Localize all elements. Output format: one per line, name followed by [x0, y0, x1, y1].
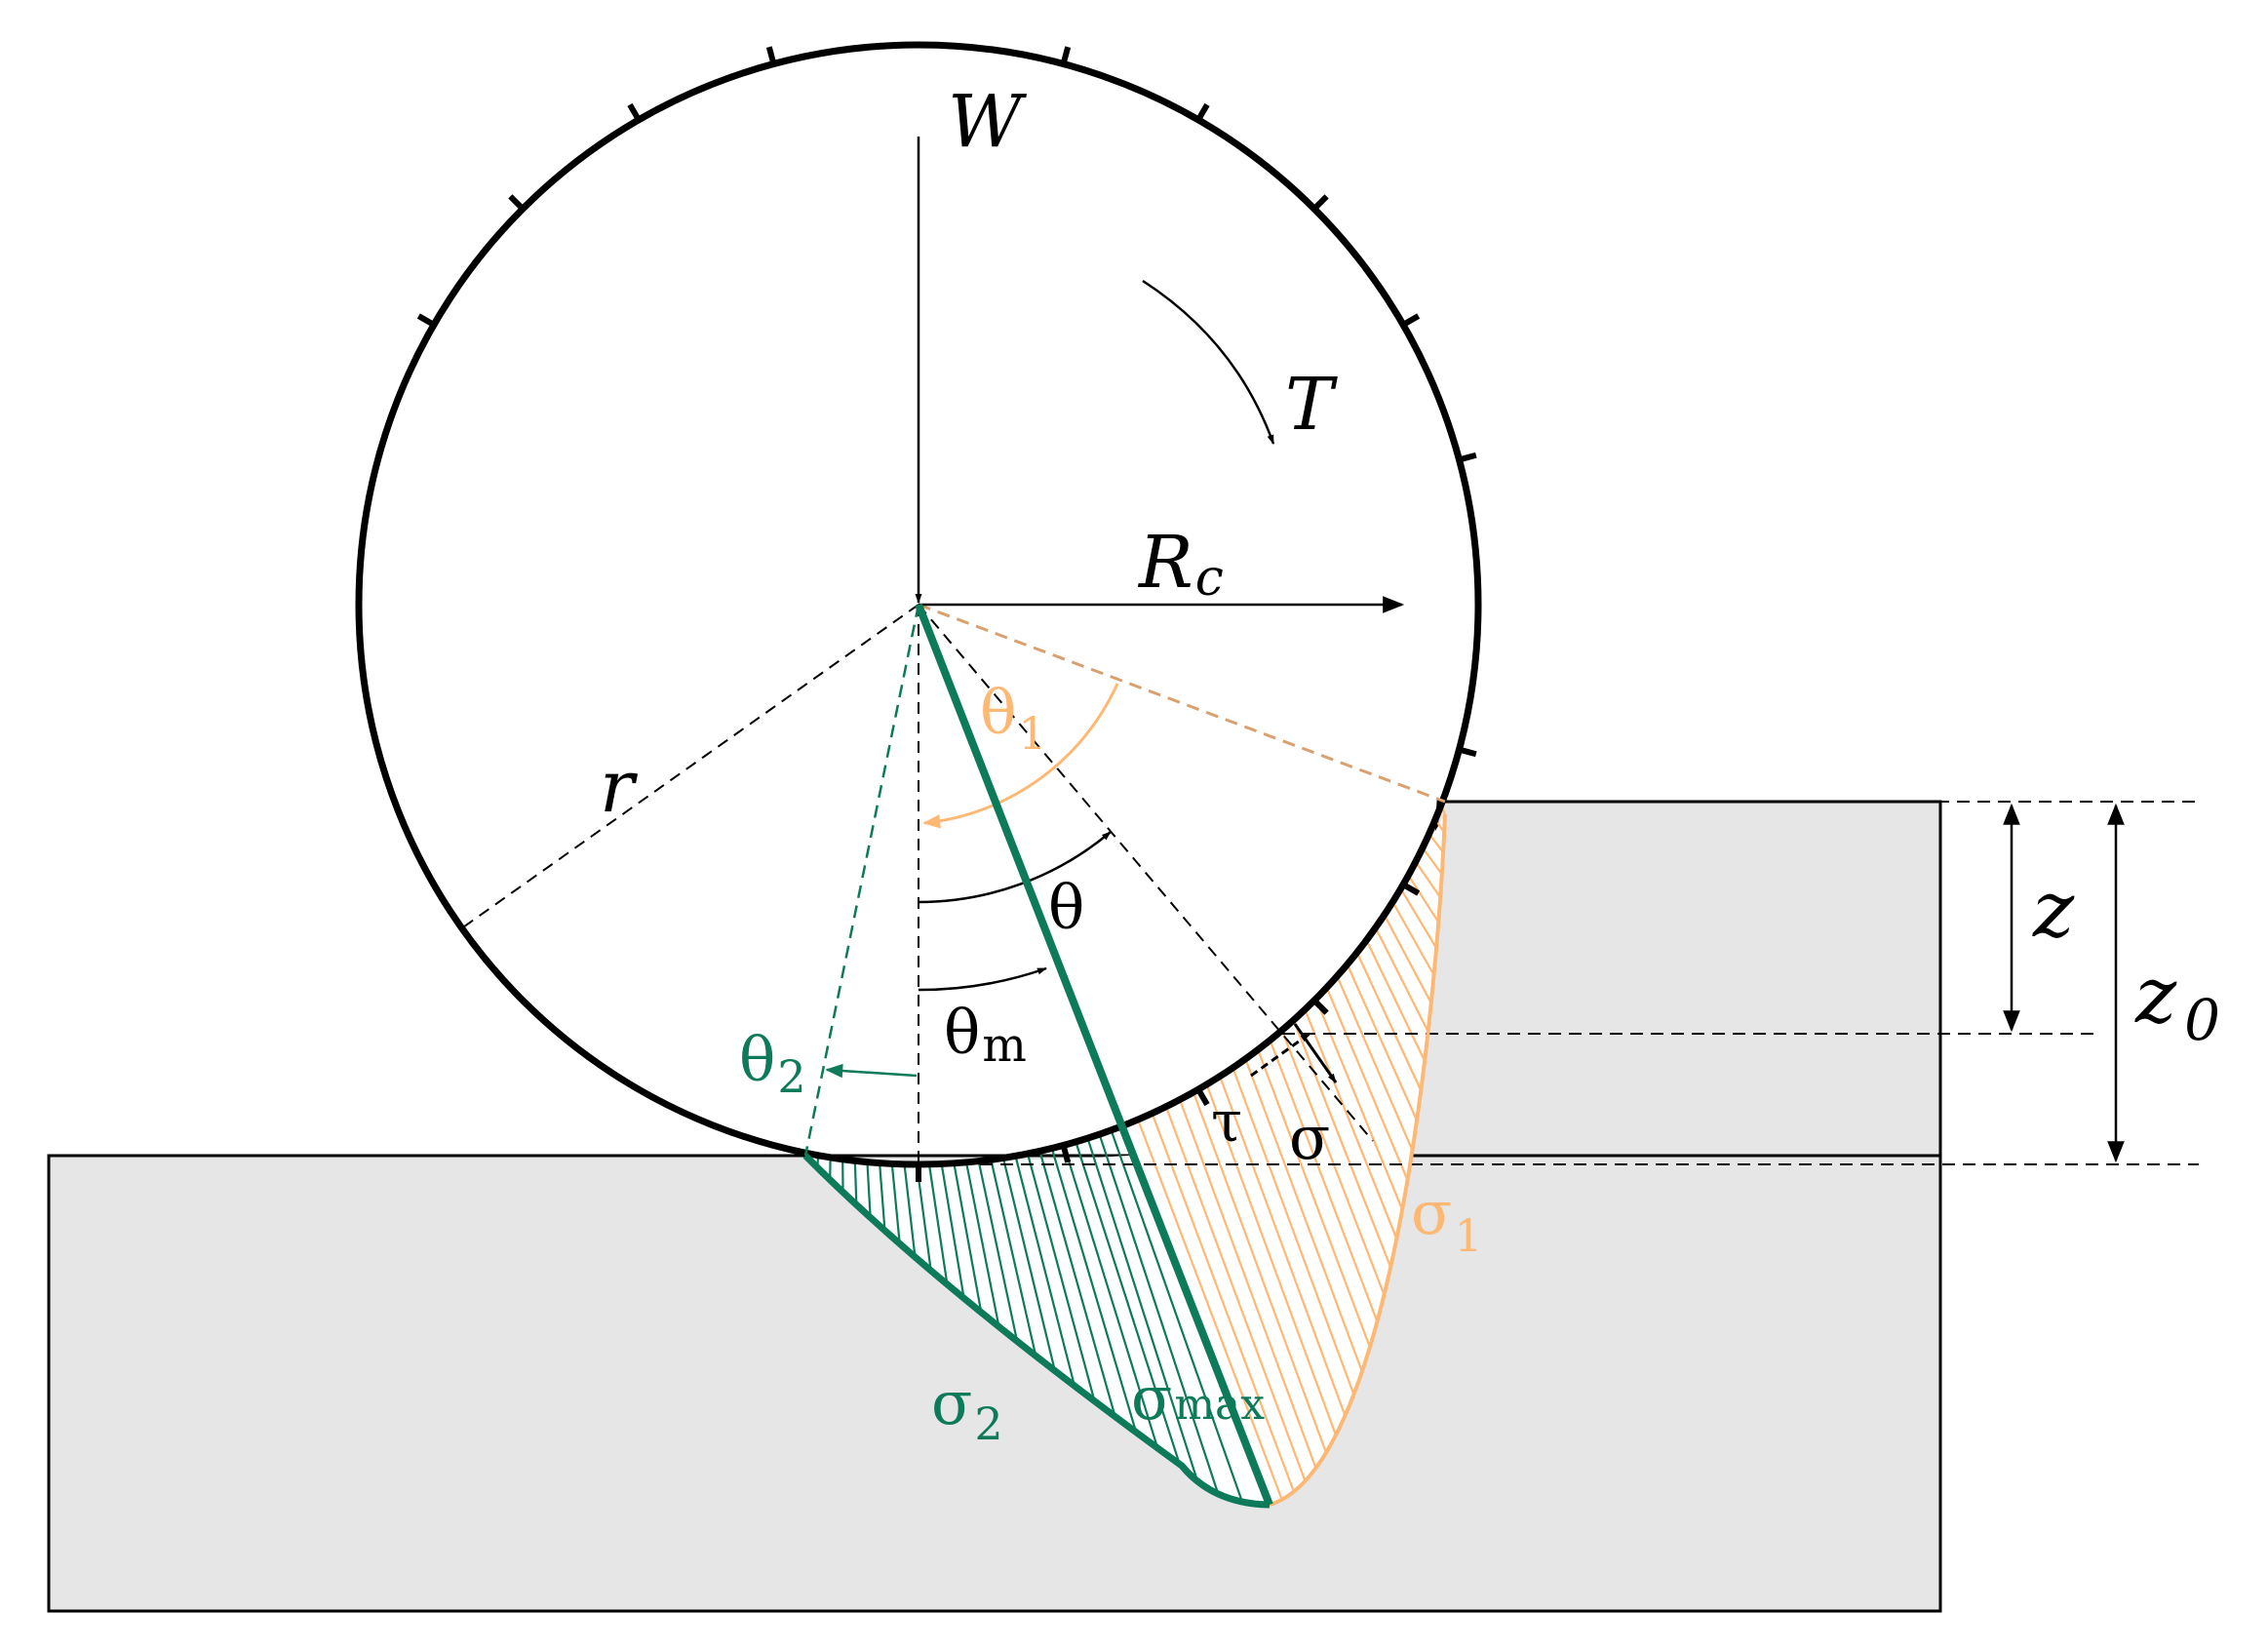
theta2-arrow — [825, 1063, 918, 1079]
sigma1-hatch-line — [1219, 1076, 1347, 1417]
sigma2-hatch-line — [1063, 1144, 1159, 1449]
sigma2-hatch-line — [853, 1160, 858, 1205]
theta-m-label: θm — [944, 997, 1027, 1073]
sigma1-hatch-line — [1407, 874, 1440, 924]
sigma2-hatch-line — [1086, 1137, 1199, 1482]
sigma1-hatch-line — [1374, 926, 1429, 1033]
sigma2-hatch-line — [890, 1163, 901, 1244]
sigma1-label: σ1 — [1411, 1177, 1483, 1262]
sigma2-hatch-line — [879, 1162, 886, 1231]
sigma2-hatch-line — [940, 1163, 965, 1299]
sigma2-label: σ2 — [931, 1367, 1003, 1450]
sigma1-hatch-line — [1391, 901, 1435, 976]
sigma1-hatch-line — [1137, 1119, 1283, 1501]
wheel-tick — [1401, 882, 1421, 896]
sigma2-hatch-line — [964, 1161, 1000, 1327]
radius-label: r — [600, 745, 639, 829]
sigma1-curve — [1269, 813, 1447, 1507]
sigma1-hatch-line — [1178, 1099, 1317, 1469]
wheel-tick — [765, 46, 777, 65]
sigma-arrow — [1293, 1023, 1338, 1083]
radius-line-left — [459, 604, 919, 930]
sigma2-hatch-line — [903, 1163, 917, 1258]
sigma2-hatch-line — [1050, 1148, 1138, 1433]
theta2-label: θ2 — [739, 1024, 806, 1103]
sigma2-hatch-line — [1098, 1133, 1220, 1495]
sigma1-hatch-line — [1383, 914, 1432, 1004]
sigma1-hatch-line — [1365, 939, 1427, 1062]
wheel-tick-marks — [416, 46, 1477, 1182]
tau-label: τ — [1211, 1088, 1242, 1155]
wheel-tick — [1311, 998, 1329, 1015]
theta-arc — [918, 831, 1112, 904]
sigma1-hatch-line — [1269, 1040, 1379, 1322]
sigma1-hatch-line — [1355, 952, 1423, 1091]
sigma1-hatch-line — [1292, 1019, 1392, 1268]
sigma1-hatch-line — [1232, 1067, 1355, 1396]
wheel-tick — [1311, 194, 1329, 212]
sigma1-hatch — [1122, 805, 1447, 1506]
wheel-tick — [1060, 1144, 1072, 1163]
wheel-tick — [1458, 452, 1477, 463]
theta2-line — [803, 604, 920, 1157]
sigma-max-line — [915, 603, 1273, 1507]
sigma2-hatch-line — [953, 1162, 983, 1313]
sigma2-hatch-line — [1075, 1141, 1181, 1465]
theta1-label: θ1 — [980, 677, 1047, 760]
wheel-tick — [1195, 102, 1210, 122]
wheel-tick — [1060, 46, 1072, 65]
torque-arrow — [1142, 279, 1275, 445]
load-label: W — [948, 80, 1028, 164]
sigma2-hatch-line — [1110, 1129, 1244, 1503]
sigma1-hatch-line — [1399, 887, 1438, 949]
wheel-radius-label: Rc — [1137, 521, 1224, 608]
theta-m-arc — [918, 966, 1047, 992]
wheel-tick — [1401, 313, 1421, 328]
sigma1-hatch-line — [1151, 1113, 1295, 1492]
sigma2-curve — [802, 1153, 1271, 1509]
sigma2-hatch-line — [1014, 1156, 1076, 1387]
sigma1-hatch-line — [1346, 964, 1419, 1121]
stress-region — [805, 814, 1445, 1505]
wheel-tick — [627, 102, 642, 122]
sigma1-hatch-line — [1192, 1091, 1328, 1453]
sigma1-hatch-line — [1415, 860, 1442, 898]
sigma-label: σ — [1289, 1102, 1330, 1173]
sigma1-hatch-line — [1422, 846, 1443, 875]
sigma2-hatch-line — [1001, 1158, 1056, 1371]
sigma1-hatch-line — [1164, 1106, 1307, 1482]
sigma2-hatch-line — [866, 1161, 872, 1218]
depth-label: z — [2032, 864, 2075, 955]
sigma1-hatch-line — [1304, 1008, 1398, 1239]
sigma1-hatch-line — [1280, 1030, 1386, 1296]
sigma2-hatch-line — [916, 1163, 932, 1272]
sigma1-hatch-line — [1325, 987, 1409, 1181]
sigma1-hatch-line — [1336, 975, 1414, 1151]
wheel-tick — [1195, 1087, 1210, 1107]
torque-label: T — [1285, 363, 1338, 447]
theta1-arc — [922, 683, 1119, 829]
radius-line-theta — [918, 604, 1374, 1142]
sigma2-hatch-line — [977, 1160, 1019, 1342]
sigma2-hatch-line — [1038, 1151, 1116, 1417]
sigma1-hatch-line — [1257, 1049, 1371, 1348]
sigma2-hatch-line — [1026, 1153, 1096, 1402]
theta1-line — [918, 603, 1446, 804]
sigma1-hatch-line — [1244, 1058, 1363, 1372]
sigma2-hatch-line — [990, 1159, 1037, 1357]
wheel-tick — [508, 194, 526, 212]
sigma-max-label: σmax — [1131, 1362, 1265, 1434]
theta-label: θ — [1048, 872, 1084, 943]
wheel-tick — [1458, 746, 1477, 758]
sigma2-hatch-line — [927, 1163, 949, 1285]
sigma1-hatch-line — [1205, 1083, 1338, 1436]
wheel-tick — [416, 313, 436, 328]
